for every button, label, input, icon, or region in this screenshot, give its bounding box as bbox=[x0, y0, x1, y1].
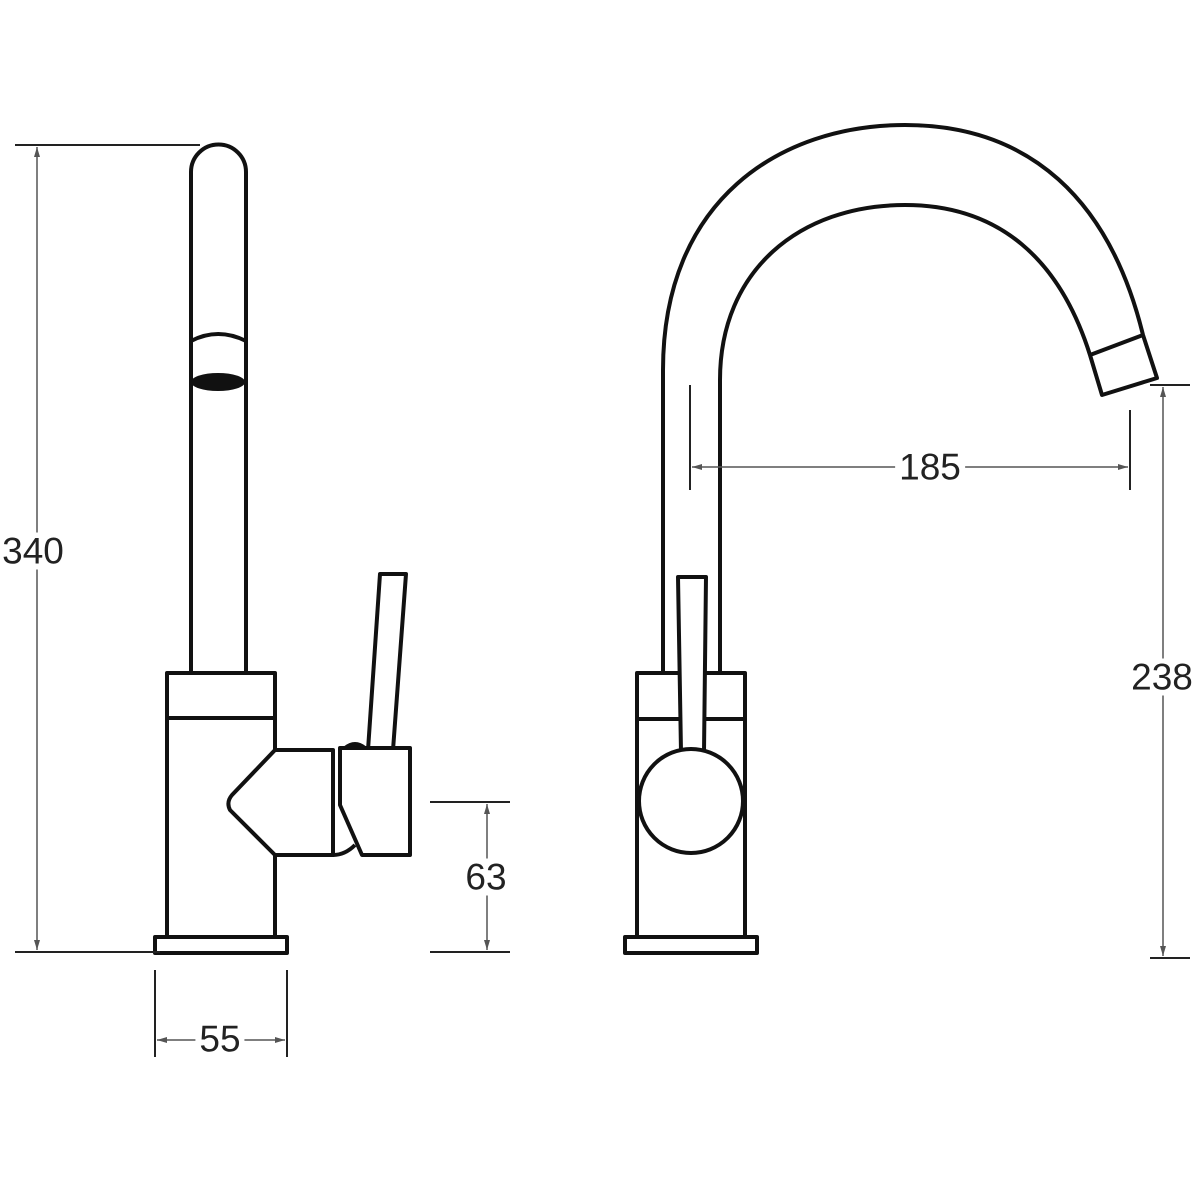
lever-pivot bbox=[343, 742, 367, 750]
spout-clearance-label: 238 bbox=[1127, 658, 1197, 696]
overall-height-label: 340 bbox=[0, 532, 68, 570]
swan-neck-spout bbox=[661, 123, 1159, 675]
front-lever-hub bbox=[637, 747, 745, 855]
aerator-outlet bbox=[191, 373, 245, 391]
front-view bbox=[623, 123, 1159, 955]
side-base bbox=[153, 935, 289, 955]
side-spout bbox=[189, 142, 248, 675]
spout-aerator-line bbox=[1089, 333, 1144, 357]
lever-block bbox=[338, 746, 412, 857]
base-width-label: 55 bbox=[195, 1020, 245, 1058]
housing-seam bbox=[332, 843, 357, 857]
front-lever bbox=[676, 575, 708, 754]
cartridge-housing bbox=[226, 748, 335, 857]
spout-reach-label: 185 bbox=[895, 448, 965, 486]
aerator-band bbox=[190, 332, 247, 343]
lever-stick bbox=[366, 572, 408, 752]
lever-height-label: 63 bbox=[461, 858, 511, 896]
side-view bbox=[153, 142, 412, 955]
front-base bbox=[623, 935, 759, 955]
